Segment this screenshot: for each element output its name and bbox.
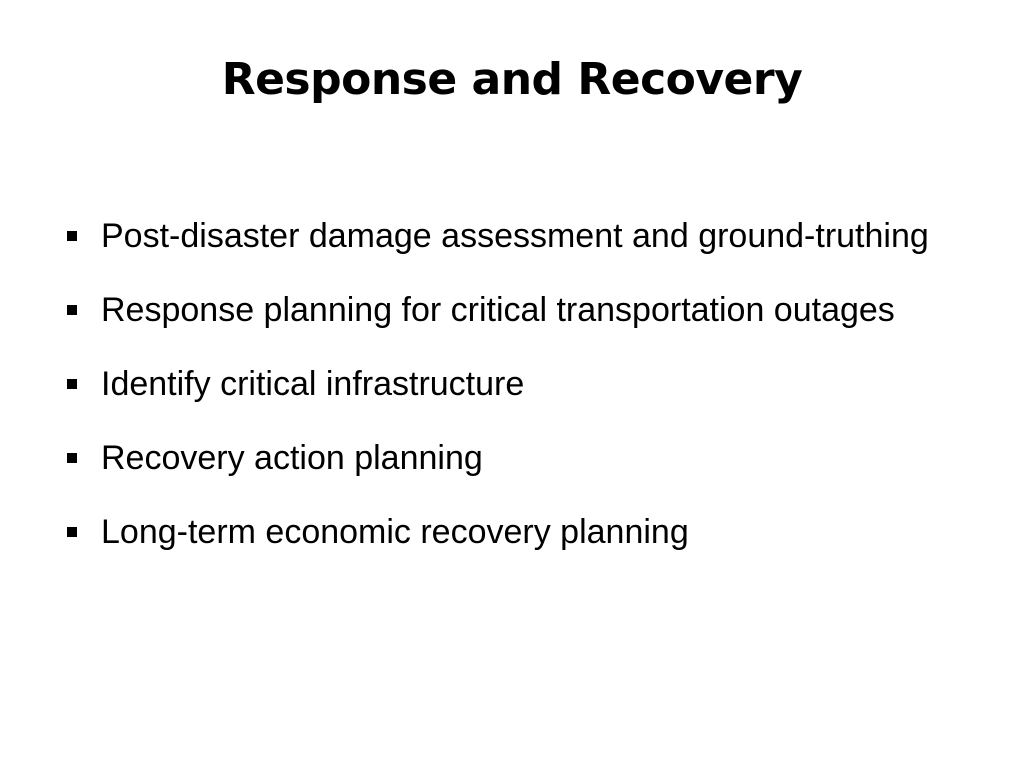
square-bullet-icon [67, 379, 77, 389]
bullet-item: Response planning for critical transport… [0, 287, 1024, 333]
slide-title: Response and Recovery [221, 54, 803, 105]
bullet-item: Recovery action planning [0, 435, 1024, 481]
square-bullet-icon [67, 231, 77, 241]
bullet-text: Post-disaster damage assessment and grou… [101, 217, 929, 255]
bullet-item: Long-term economic recovery planning [0, 509, 1024, 555]
bullet-item: Post-disaster damage assessment and grou… [0, 213, 1024, 259]
bullet-item: Identify critical infrastructure [0, 361, 1024, 407]
bullet-text: Long-term economic recovery planning [101, 513, 689, 551]
square-bullet-icon [67, 305, 77, 315]
square-bullet-icon [67, 453, 77, 463]
bullet-text: Recovery action planning [101, 439, 483, 477]
bullet-list: Post-disaster damage assessment and grou… [0, 213, 1024, 583]
square-bullet-icon [67, 527, 77, 537]
bullet-text: Response planning for critical transport… [101, 291, 895, 329]
bullet-text: Identify critical infrastructure [101, 365, 525, 403]
